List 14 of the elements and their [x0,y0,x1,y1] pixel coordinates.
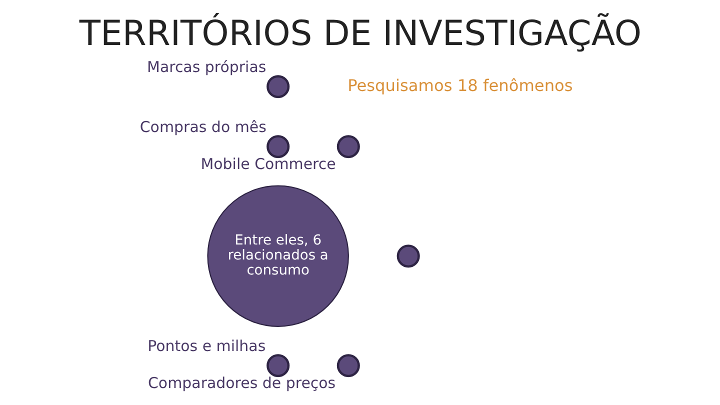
node-circle [266,354,290,378]
node-circle [266,75,290,98]
node-circle: Entre eles, 6 relacionados a consumo [206,185,348,327]
label: Pesquisamos 18 fenômenos [347,76,572,95]
diagram-title: TERRITÓRIOS DE INVESTIGAÇÃO [78,14,642,54]
node-circle [336,354,360,378]
node-label: Compras do mês [139,118,266,136]
node-label: Mobile Commerce [200,154,336,173]
node-circle [396,244,420,268]
node-circle [336,135,360,158]
node-label: Marcas próprias [146,58,266,76]
node-label: Comparadores de preços [147,374,336,392]
node-circle [266,135,290,158]
node-label: Pontos e milhas [147,337,266,356]
